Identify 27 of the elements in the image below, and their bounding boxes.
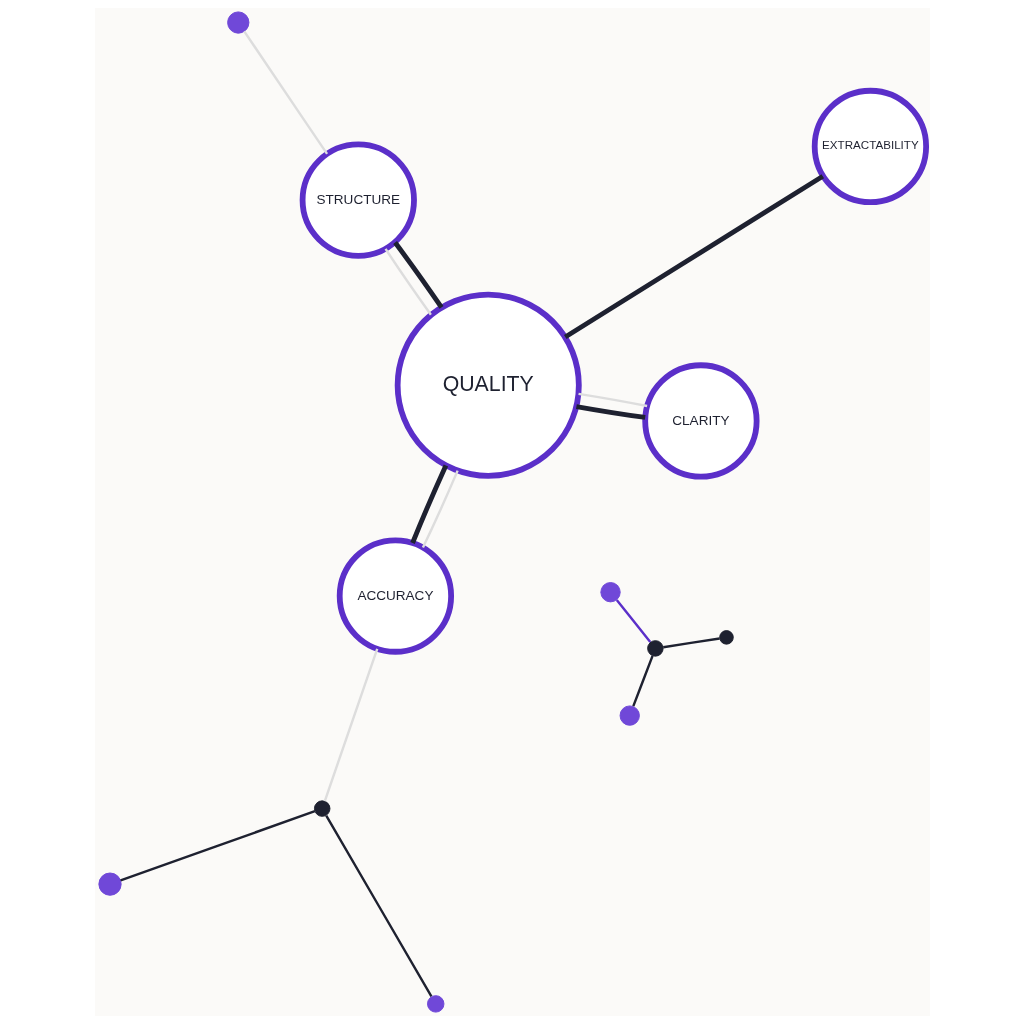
connector — [631, 655, 654, 707]
node-circle: QUALITY — [394, 291, 582, 479]
node-circle: EXTRACTABILITY — [811, 87, 929, 206]
node-circle: ACCURACY — [336, 537, 454, 655]
connector — [242, 30, 328, 155]
node-circle — [599, 582, 621, 603]
node-circle — [97, 872, 122, 896]
node-circle — [718, 630, 734, 645]
node-circle: STRUCTURE — [299, 141, 417, 259]
node-circle: CLARITY — [641, 362, 760, 480]
connector — [662, 637, 720, 649]
node-circle — [313, 800, 330, 817]
connector — [409, 464, 448, 544]
connector — [323, 648, 378, 802]
connector — [563, 174, 824, 340]
node-circle — [226, 11, 249, 34]
connector — [324, 814, 432, 997]
connector — [384, 248, 432, 316]
node-circle — [619, 705, 640, 726]
connector — [577, 392, 647, 408]
node-circle — [426, 995, 444, 1013]
connector — [615, 599, 651, 643]
connector — [119, 810, 315, 882]
connector — [575, 404, 645, 420]
connector — [421, 470, 459, 549]
node-circle — [646, 640, 664, 657]
connector — [392, 241, 443, 309]
